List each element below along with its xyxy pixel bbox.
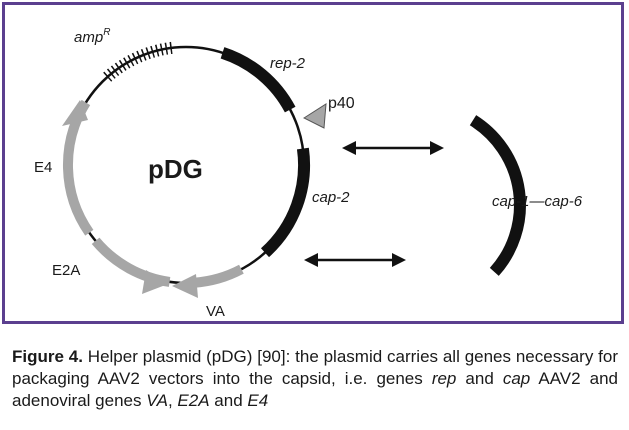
lower-double-arrow [304,253,406,267]
caption-rep: rep [431,369,457,388]
caption-text-5: and [209,391,248,410]
caption-e2a: E2A [177,391,210,410]
plasmid-diagram: pDG ampR rep-2 p40 cap-2 E4 E2A VA cap-1… [34,27,583,320]
e2a-label: E2A [52,262,80,279]
cap-2-gene-arc [260,147,311,258]
va-arrowhead [172,274,198,298]
caption-va: VA [146,391,168,410]
e4-arrowhead [62,100,88,126]
cap-2-label: cap-2 [312,189,350,206]
caption-e4: E4 [247,391,269,410]
caption-text-1: Helper plasmid (pDG) [90]: the plasmid c… [12,347,618,388]
rep-2-label: rep-2 [270,55,306,72]
p40-promoter-triangle [302,103,327,129]
amp-resistance-label: ampR [74,27,110,46]
caption-cap: cap [502,369,531,388]
plasmid-name-label: pDG [148,154,203,184]
caption-text-2: and [456,369,503,388]
p40-label: p40 [328,95,355,112]
e2a-gene-arc [91,237,171,287]
va-gene-arc [193,264,244,288]
caption-text-4: , [167,391,178,410]
cap-1-to-cap-6-label: cap-1—cap-6 [492,193,583,210]
e2a-arrowhead [142,270,168,294]
figure-caption: Figure 4. Helper plasmid (pDG) [90]: the… [12,346,618,412]
caption-figure-label: Figure 4. [12,347,83,366]
cap-1-to-cap-6-arc [469,115,526,276]
rep-2-gene-arc [220,47,296,113]
upper-double-arrow [342,141,444,155]
va-label: VA [206,303,225,320]
e4-label: E4 [34,159,52,176]
figure-frame [2,2,624,324]
caption-text-3: AAV2 and adenoviral genes [12,369,618,410]
